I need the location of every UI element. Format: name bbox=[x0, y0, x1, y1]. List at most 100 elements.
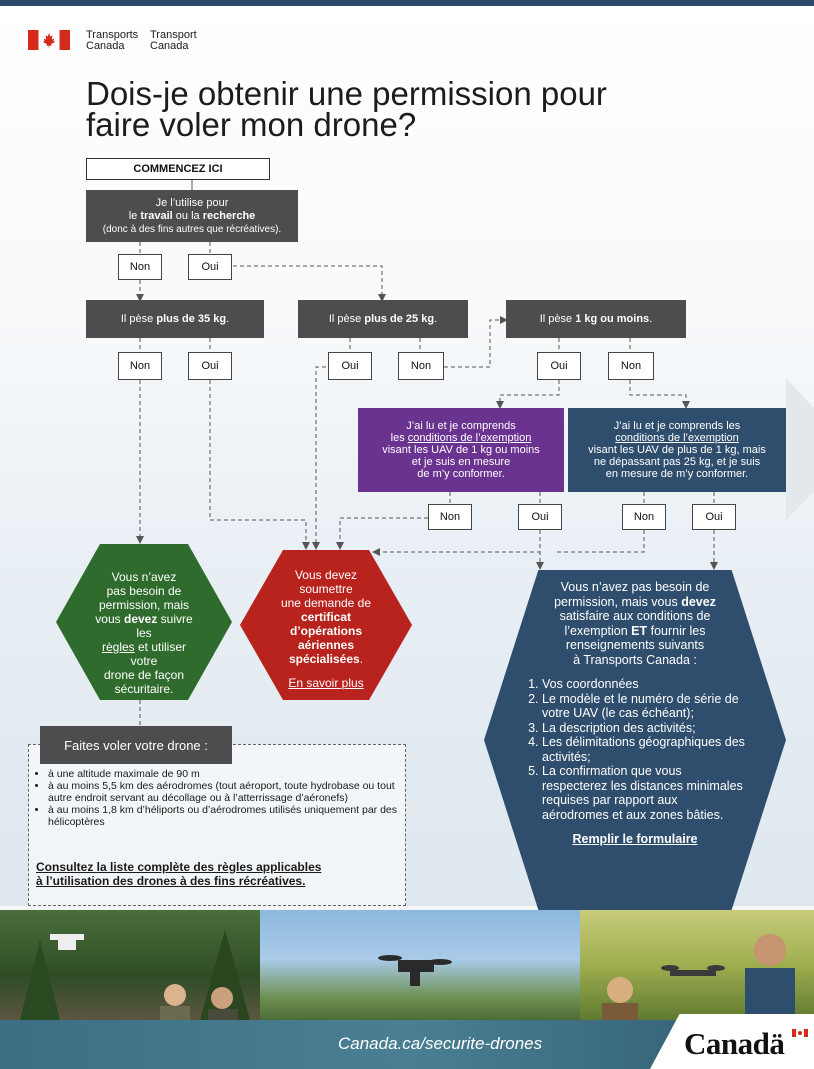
list-item: Vos coordonnées bbox=[542, 677, 746, 692]
footer-url[interactable]: Canada.ca/securite-drones bbox=[338, 1034, 543, 1053]
blue-t4-post: fournir les bbox=[647, 623, 706, 638]
list-item: La description des activités; bbox=[542, 721, 746, 736]
requirements-list: Vos coordonnées Le modèle et le numéro d… bbox=[524, 677, 746, 822]
navy-line3: visant les UAV de plus de 1 kg, mais bbox=[588, 444, 766, 456]
q1-oui-box: Oui bbox=[188, 254, 232, 280]
q2-non-box: Non bbox=[118, 352, 162, 380]
green-t4-post: suivre les bbox=[136, 612, 193, 640]
learn-more-link[interactable]: En savoir plus bbox=[288, 676, 364, 690]
question-1kg-or-less: Il pèse 1 kg ou moins. bbox=[506, 300, 686, 338]
purple-line3: visant les UAV de 1 kg ou moins bbox=[382, 444, 540, 456]
green-t3: permission, mais bbox=[98, 598, 190, 612]
flight-rules-panel bbox=[28, 744, 406, 906]
flight-rules-list: à une altitude maximale de 90 m à au moi… bbox=[36, 768, 400, 828]
dept-en-line2: Canada bbox=[86, 40, 125, 52]
q4-oui-box: Oui bbox=[537, 352, 581, 380]
q4-post: . bbox=[649, 313, 653, 325]
q3-non-box: Non bbox=[398, 352, 444, 380]
purple-oui-box: Oui bbox=[518, 504, 562, 530]
red-t6-post: . bbox=[359, 652, 364, 666]
green-t1: Vous n’avez bbox=[111, 570, 177, 584]
green-t5: règles et utiliser votre bbox=[92, 640, 196, 668]
page-title: Dois-je obtenir une permission pour fair… bbox=[86, 77, 686, 143]
list-item: Les délimitations géographiques des acti… bbox=[542, 735, 746, 764]
question-over-35kg: Il pèse plus de 35 kg. bbox=[86, 300, 264, 338]
dept-fr-line2: Canada bbox=[150, 40, 189, 52]
photo-field-drone bbox=[580, 910, 814, 1020]
purple-line1: J’ai lu et je comprends bbox=[406, 420, 516, 432]
outcome-exemption-hex: Vous n’avez pas besoin de permission, ma… bbox=[484, 570, 786, 910]
dept-en-line1: Transports bbox=[86, 29, 139, 41]
blue-t3: satisfaire aux conditions de bbox=[559, 609, 711, 623]
blue-t4: l’exemption ET fournir les bbox=[524, 624, 746, 639]
red-t4-bold: certificat d’opérations bbox=[289, 610, 362, 638]
list-item: à une altitude maximale de 90 m bbox=[48, 768, 400, 780]
canada-wordmark: Canadä bbox=[684, 1026, 785, 1061]
q2-bold: plus de 35 kg bbox=[156, 313, 227, 325]
red-t2: soumettre bbox=[299, 582, 353, 596]
blue-t2-bold: devez bbox=[681, 594, 716, 609]
red-t5-bold: aériennes bbox=[297, 638, 355, 652]
photo-sky-drone bbox=[260, 910, 580, 1020]
purple-line4: et je suis en mesure bbox=[411, 456, 511, 468]
list-item: à au moins 5,5 km des aérodromes (tout a… bbox=[48, 780, 400, 804]
q1-line2: le travail ou la recherche bbox=[129, 210, 256, 223]
green-t4-pre: vous bbox=[95, 612, 124, 626]
footer-wordmark-panel bbox=[650, 1014, 814, 1069]
blue-t2-pre: permission, mais vous bbox=[554, 594, 682, 609]
fill-form-link[interactable]: Remplir le formulaire bbox=[572, 832, 698, 846]
blue-t2: permission, mais vous devez bbox=[524, 595, 746, 610]
q4-bold: 1 kg ou moins bbox=[575, 313, 650, 325]
exemption-conditions-link-2[interactable]: conditions de l’exemption bbox=[615, 432, 739, 444]
blue-t4-bold: ET bbox=[631, 623, 648, 638]
canada-flag-icon bbox=[28, 30, 70, 50]
start-here-box: COMMENCEZ ICI bbox=[86, 158, 270, 180]
question-work-or-research: Je l’utilise pour le travail ou la reche… bbox=[86, 190, 298, 242]
q1-line1: Je l’utilise pour bbox=[155, 196, 229, 209]
blue-t6: à Transports Canada : bbox=[573, 652, 697, 667]
green-t7: sécuritaire. bbox=[114, 682, 174, 696]
purple-line5: de m’y conformer. bbox=[417, 468, 505, 480]
red-t4: certificat d’opérations bbox=[264, 610, 388, 638]
navy-oui-box: Oui bbox=[692, 504, 736, 530]
title-line-2: faire voler mon drone? bbox=[86, 106, 417, 143]
full-rules-link[interactable]: Consultez la liste complète des règles a… bbox=[36, 860, 400, 888]
list-item: La confirmation que vous respecterez les… bbox=[542, 764, 746, 822]
photo-forest-drone bbox=[0, 910, 260, 1020]
q1-line3: (donc à des fins autres que récréatives)… bbox=[102, 223, 282, 235]
blue-t5: renseignements suivants bbox=[565, 638, 705, 652]
q1-line2-pre: le bbox=[128, 209, 141, 222]
q3-oui-box: Oui bbox=[328, 352, 372, 380]
navy-line4: ne dépassant pas 25 kg, et je suis bbox=[593, 456, 761, 468]
green-t6: drone de façon bbox=[103, 668, 185, 682]
exemption-1kg-box: J’ai lu et je comprends les conditions d… bbox=[358, 408, 564, 492]
q2-post: . bbox=[226, 313, 230, 325]
purple-line2: les conditions de l’exemption bbox=[366, 432, 556, 444]
full-rules-link-line2[interactable]: à l’utilisation des drones à des fins ré… bbox=[36, 874, 306, 888]
red-t3: une demande de bbox=[280, 596, 372, 610]
red-t6: spécialisées. bbox=[264, 652, 388, 666]
q3-bold: plus de 25 kg bbox=[364, 313, 435, 325]
q1-line2-mid: ou la bbox=[172, 209, 203, 222]
flight-rules-heading: Faites voler votre drone : bbox=[40, 726, 232, 764]
wordmark-flag-icon bbox=[792, 1024, 808, 1037]
purple-line2-pre: les bbox=[390, 432, 408, 444]
q3-pre: Il pèse bbox=[328, 313, 362, 325]
q1-bold-work: travail bbox=[140, 209, 173, 222]
rules-link[interactable]: règles bbox=[101, 640, 135, 654]
red-t5: aériennes bbox=[264, 638, 388, 652]
list-item: à au moins 1,8 km d’héliports ou d’aérod… bbox=[48, 804, 400, 828]
exemption-1-25kg-box: J’ai lu et je comprends les conditions d… bbox=[568, 408, 786, 492]
q3-post: . bbox=[434, 313, 438, 325]
photo-strip bbox=[0, 910, 814, 1020]
exemption-conditions-link[interactable]: conditions de l’exemption bbox=[407, 432, 532, 444]
red-t1: Vous devez bbox=[294, 568, 358, 582]
purple-non-box: Non bbox=[428, 504, 472, 530]
dept-fr-line1: Transport bbox=[150, 29, 197, 41]
top-rule bbox=[0, 0, 814, 6]
full-rules-link-line1[interactable]: Consultez la liste complète des règles a… bbox=[36, 860, 322, 874]
blue-t1: Vous n’avez pas besoin de bbox=[560, 580, 710, 594]
q2-oui-box: Oui bbox=[188, 352, 232, 380]
department-name-fr: Transport Canada bbox=[150, 30, 197, 52]
green-t2: pas besoin de bbox=[106, 584, 182, 598]
